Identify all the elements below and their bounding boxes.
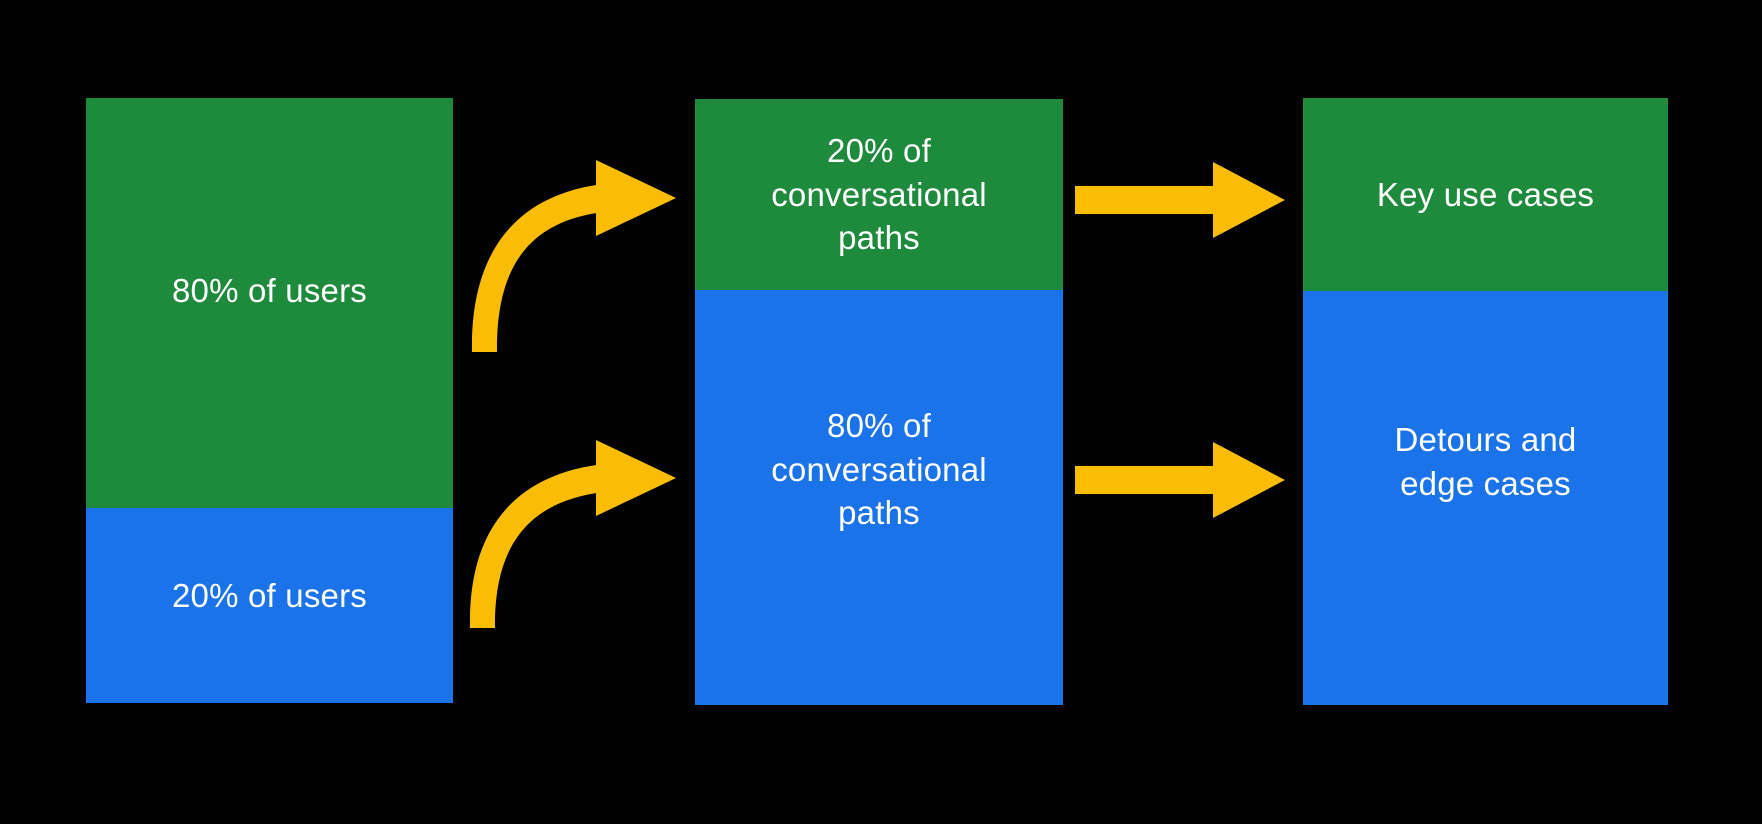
segment-20-percent-of-users: 20% of users: [86, 508, 453, 703]
curved-arrow-icon-top: [471, 160, 676, 352]
segment-80-percent-of-conversational-paths: 80% of conversational paths: [695, 290, 1063, 705]
segment-label: 20% of users: [171, 576, 367, 614]
segment-label: Key use cases: [1376, 175, 1595, 213]
column-outcomes: Key use cases Detours and edge cases: [1303, 98, 1668, 705]
column-conversational-paths: 20% of conversational paths 80% of conve…: [695, 99, 1063, 705]
segment-label: 80% of conversational paths: [771, 406, 987, 532]
straight-arrow-icon-bottom: [1075, 442, 1285, 518]
segment-label: 80% of users: [171, 272, 367, 310]
segment-label: 20% of conversational paths: [771, 131, 987, 257]
column-users: 80% of users 20% of users: [86, 98, 453, 703]
segment-detours-and-edge-cases: Detours and edge cases: [1303, 291, 1668, 705]
curved-arrow-icon-bottom: [469, 440, 676, 628]
segment-label: Detours and edge cases: [1394, 421, 1577, 502]
straight-arrow-icon-top: [1075, 162, 1285, 238]
segment-20-percent-of-conversational-paths: 20% of conversational paths: [695, 99, 1063, 290]
segment-80-percent-of-users: 80% of users: [86, 98, 453, 508]
segment-key-use-cases: Key use cases: [1303, 98, 1668, 291]
